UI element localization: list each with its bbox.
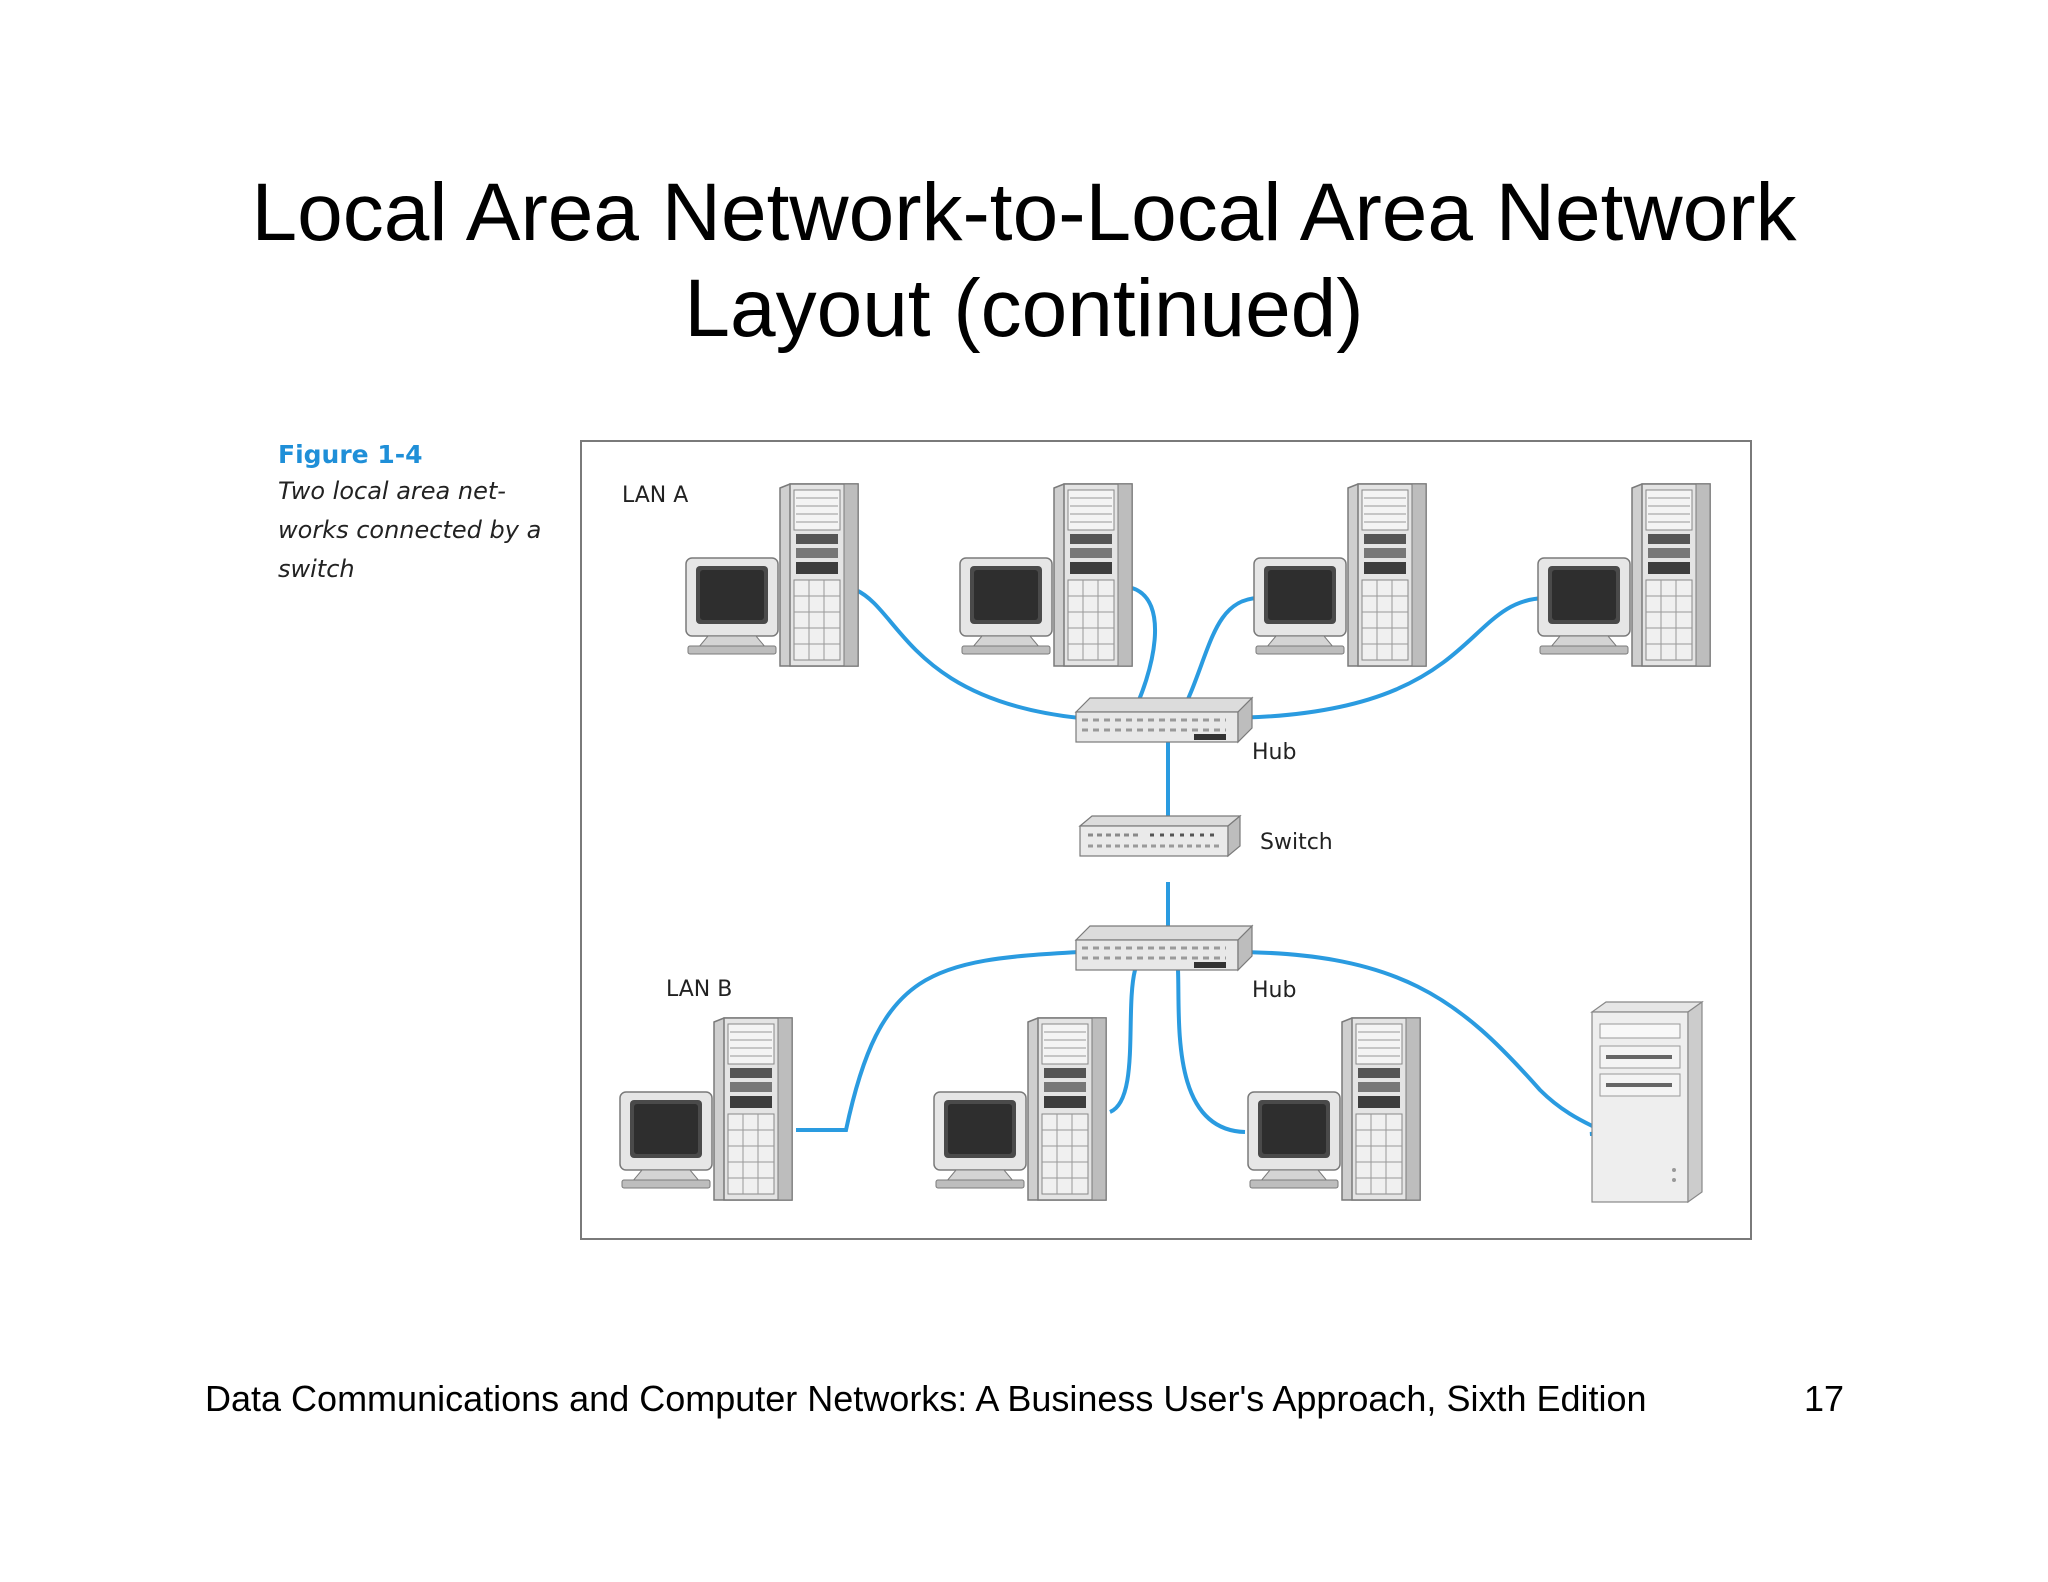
hub-top-label: Hub: [1252, 740, 1296, 765]
hub-top: [1074, 696, 1254, 744]
lan-a-label: LAN A: [622, 483, 688, 508]
lan-a-tower-3: [1347, 483, 1427, 667]
switch-label: Switch: [1260, 830, 1333, 855]
lan-a-tower-1: [779, 483, 859, 667]
footer-text: Data Communications and Computer Network…: [205, 1378, 1647, 1419]
figure-caption: Figure 1-4 Two local area net- works con…: [278, 438, 548, 589]
lan-b-label: LAN B: [666, 977, 732, 1002]
lan-a-tower-4: [1631, 483, 1711, 667]
network-switch: [1078, 814, 1242, 858]
lan-b-tower-2: [1027, 1017, 1107, 1201]
network-diagram: LAN A Hub Switch Hub LAN B: [580, 440, 1754, 1242]
server-tower: [1590, 1000, 1704, 1204]
cable-lan-b-3: [1176, 969, 1246, 1134]
cable-lan-a-1: [855, 588, 1081, 720]
lan-b-tower-1: [713, 1017, 793, 1201]
caption-line-3: switch: [278, 555, 355, 583]
hub-bottom-label: Hub: [1252, 978, 1296, 1003]
cable-lan-a-4: [1219, 596, 1546, 720]
figure-label: Figure 1-4: [278, 440, 423, 469]
caption-line-2: works connected by a: [278, 516, 542, 544]
lan-b-tower-3: [1341, 1017, 1421, 1201]
slide-title-line-1: Local Area Network-to-Local Area Network: [251, 167, 1797, 258]
cable-lan-b-1: [796, 950, 1081, 1132]
hub-bottom: [1074, 924, 1254, 972]
caption-line-1: Two local area net-: [278, 477, 506, 505]
slide-title: Local Area Network-to-Local Area Network…: [0, 165, 2048, 357]
cable-lan-b-2: [1108, 969, 1137, 1114]
page-number: 17: [1804, 1378, 1845, 1419]
lan-a-tower-2: [1053, 483, 1133, 667]
slide-title-line-2: Layout (continued): [684, 263, 1364, 354]
